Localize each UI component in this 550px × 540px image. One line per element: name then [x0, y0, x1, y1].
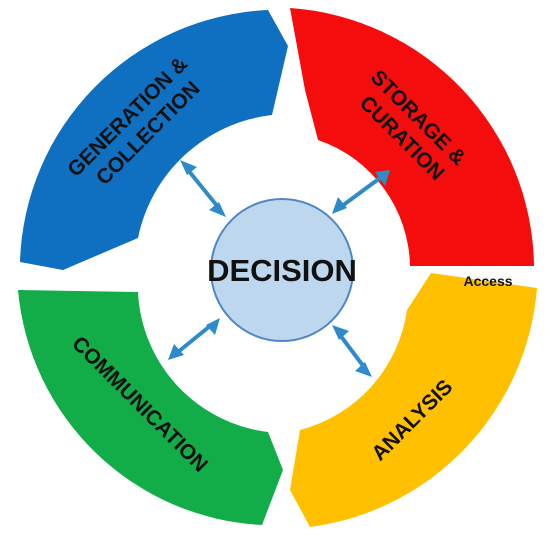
segment-generation-collection	[20, 10, 288, 270]
segment-storage-curation	[290, 8, 534, 266]
arrow-center-communication	[168, 318, 220, 360]
arrow-center-analysis	[332, 325, 372, 377]
arrow-center-generation	[180, 160, 226, 217]
segment-analysis	[290, 273, 537, 527]
access-label: Access	[463, 273, 512, 289]
center-decision-label: DECISION	[207, 253, 357, 288]
arrow-center-storage	[332, 170, 390, 214]
segment-communication	[18, 290, 283, 525]
center-circle	[210, 198, 354, 342]
